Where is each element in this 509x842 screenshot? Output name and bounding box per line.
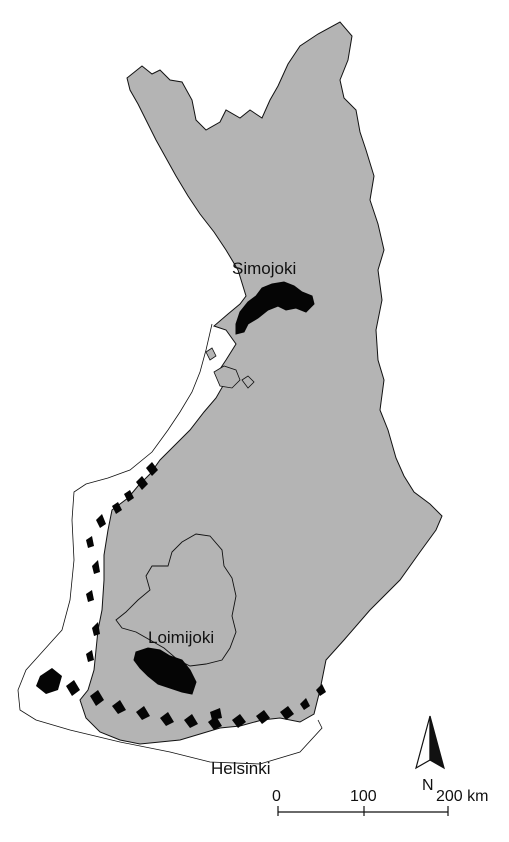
simojoki-catchment [235, 281, 315, 335]
northern-islands [205, 347, 255, 389]
sea-boundary-outline [17, 323, 323, 765]
scale-tick-label: 200 km [436, 788, 489, 805]
loimijoki-catchment [133, 647, 197, 695]
helsinki-label: Helsinki [211, 759, 271, 778]
simojoki-label: Simojoki [232, 259, 297, 278]
loimijoki-catchment-outline [115, 533, 237, 667]
archipelago [36, 462, 326, 730]
scale-tick-label: 0 [272, 788, 281, 805]
scale-tick-label: 100 [350, 788, 377, 805]
north-label: N [422, 777, 434, 794]
scale-bar [277, 806, 449, 816]
finland-landmass [79, 21, 443, 745]
north-arrow-icon [415, 715, 445, 770]
loimijoki-label: Loimijoki [148, 628, 215, 647]
